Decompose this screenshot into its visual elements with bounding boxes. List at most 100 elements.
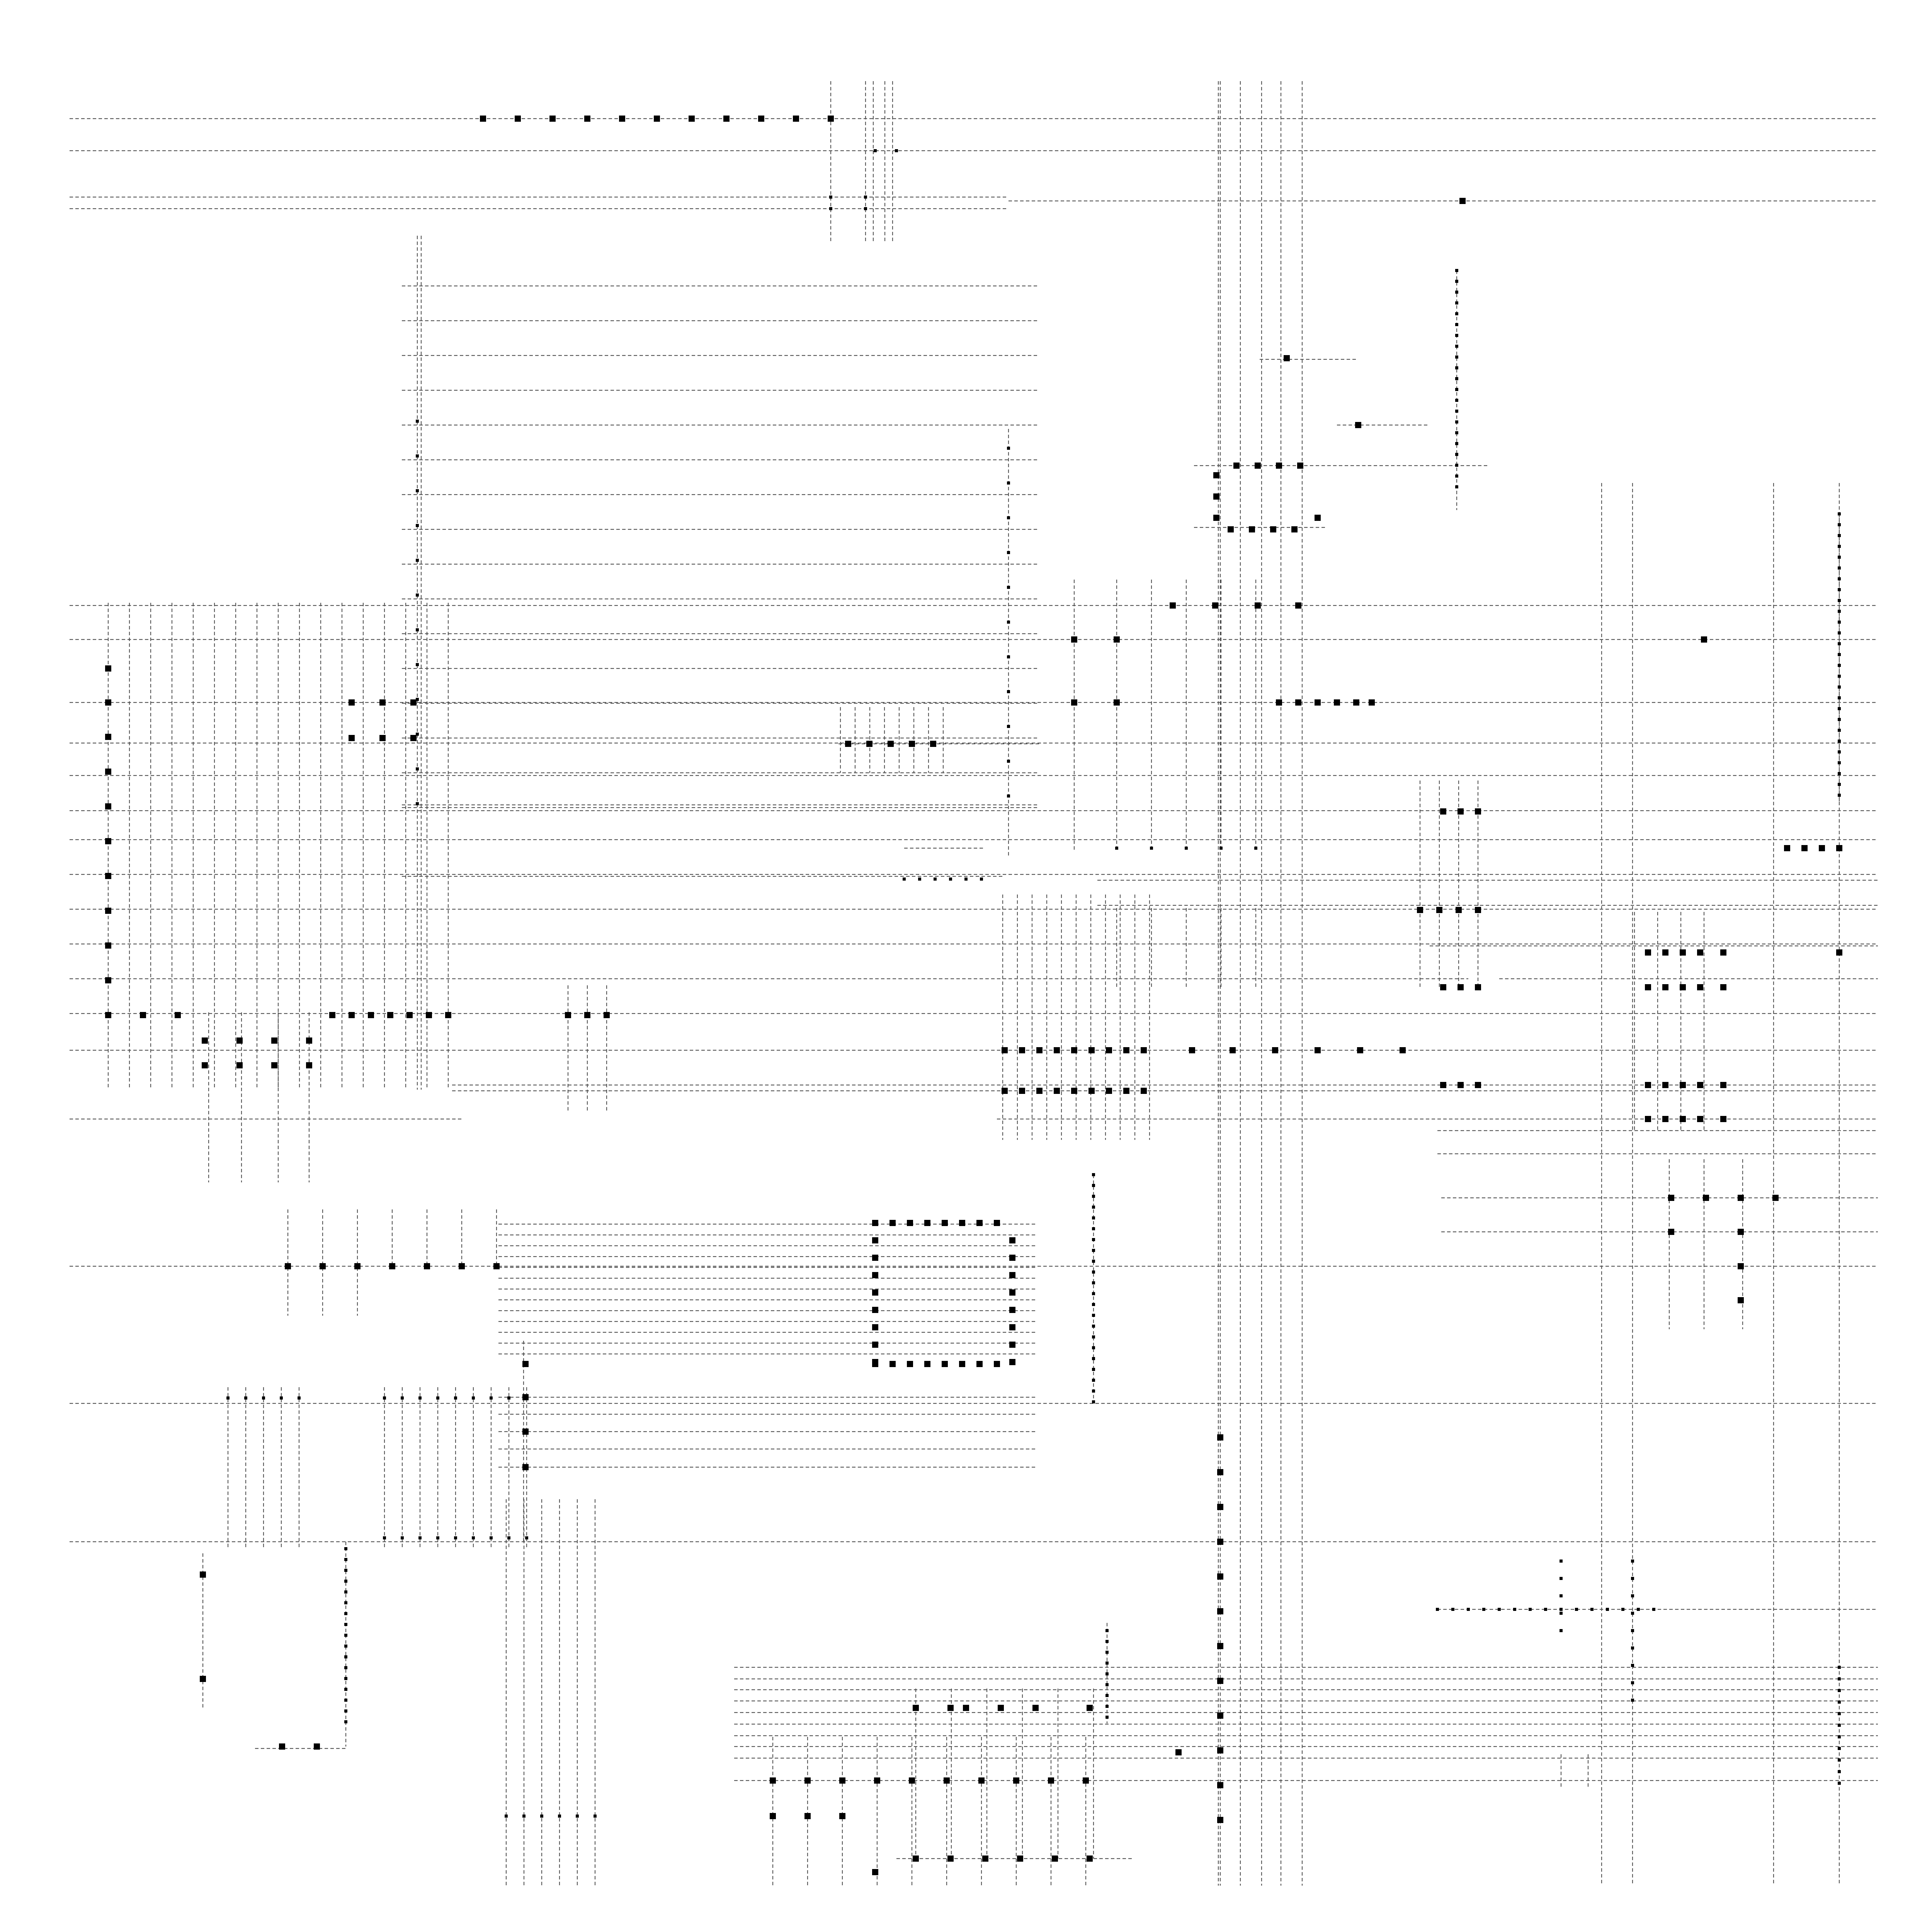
via-440 bbox=[829, 196, 832, 199]
via-206 bbox=[1217, 1643, 1223, 1649]
via-162 bbox=[907, 1220, 913, 1226]
via-164 bbox=[942, 1220, 948, 1226]
via-409 bbox=[1606, 1608, 1609, 1611]
via-351 bbox=[1105, 1651, 1109, 1654]
via-342 bbox=[1092, 1335, 1095, 1338]
via-234 bbox=[1083, 1777, 1089, 1784]
via-21 bbox=[1228, 526, 1234, 532]
via-418 bbox=[980, 878, 983, 881]
via-38 bbox=[1353, 699, 1359, 706]
via-382 bbox=[525, 1396, 528, 1400]
via-233 bbox=[1048, 1777, 1054, 1784]
via-256 bbox=[1007, 621, 1010, 624]
via-110 bbox=[1440, 808, 1446, 815]
via-127 bbox=[1680, 984, 1686, 990]
via-420 bbox=[1150, 847, 1153, 850]
via-309 bbox=[1838, 794, 1841, 797]
via-91 bbox=[1141, 1047, 1147, 1053]
via-361 bbox=[1838, 1701, 1841, 1704]
via-394 bbox=[540, 1815, 543, 1818]
via-344 bbox=[1092, 1357, 1095, 1360]
via-174 bbox=[872, 1289, 878, 1296]
via-52 bbox=[140, 1012, 146, 1018]
via-106 bbox=[1400, 1047, 1406, 1053]
via-250 bbox=[416, 802, 419, 805]
via-251 bbox=[1007, 447, 1010, 450]
via-172 bbox=[872, 1272, 878, 1278]
via-130 bbox=[1645, 1082, 1651, 1088]
via-168 bbox=[872, 1237, 878, 1243]
via-271 bbox=[1455, 366, 1458, 369]
via-83 bbox=[1002, 1047, 1008, 1053]
via-374 bbox=[383, 1396, 386, 1400]
via-274 bbox=[1455, 399, 1458, 402]
via-20 bbox=[1213, 515, 1219, 521]
via-422 bbox=[1219, 847, 1223, 850]
via-177 bbox=[1009, 1307, 1015, 1313]
via-300 bbox=[1838, 696, 1841, 699]
via-362 bbox=[1838, 1712, 1841, 1715]
via-412 bbox=[1652, 1608, 1655, 1611]
via-86 bbox=[1054, 1047, 1060, 1053]
via-354 bbox=[1105, 1683, 1109, 1686]
via-273 bbox=[1455, 388, 1458, 391]
via-443 bbox=[864, 207, 867, 210]
via-100 bbox=[1141, 1088, 1147, 1094]
via-260 bbox=[1007, 760, 1010, 763]
via-48 bbox=[105, 908, 111, 914]
via-296 bbox=[1838, 653, 1841, 656]
via-257 bbox=[1007, 655, 1010, 658]
via-385 bbox=[418, 1536, 422, 1539]
via-241 bbox=[416, 489, 419, 492]
via-230 bbox=[944, 1777, 950, 1784]
via-303 bbox=[1838, 729, 1841, 732]
via-433 bbox=[1631, 1629, 1634, 1632]
via-3 bbox=[584, 116, 590, 122]
via-400 bbox=[1467, 1608, 1470, 1611]
via-187 bbox=[924, 1361, 930, 1367]
via-64 bbox=[406, 1012, 413, 1018]
via-391 bbox=[525, 1536, 528, 1539]
via-307 bbox=[1838, 772, 1841, 775]
via-239 bbox=[416, 420, 419, 423]
via-372 bbox=[280, 1396, 283, 1400]
via-151 bbox=[1836, 845, 1842, 851]
via-224 bbox=[1087, 1705, 1093, 1711]
via-6 bbox=[689, 116, 695, 122]
via-431 bbox=[1631, 1594, 1634, 1597]
via-0 bbox=[480, 116, 486, 122]
via-302 bbox=[1838, 718, 1841, 721]
via-305 bbox=[1838, 750, 1841, 753]
via-282 bbox=[1455, 485, 1458, 488]
via-328 bbox=[1092, 1184, 1095, 1187]
via-244 bbox=[416, 594, 419, 597]
via-311 bbox=[344, 1558, 347, 1561]
via-353 bbox=[1105, 1672, 1109, 1675]
via-31 bbox=[1114, 636, 1120, 643]
via-259 bbox=[1007, 725, 1010, 728]
via-325 bbox=[344, 1709, 347, 1713]
via-39 bbox=[1369, 699, 1375, 706]
via-189 bbox=[959, 1361, 965, 1367]
via-216 bbox=[1017, 1855, 1023, 1862]
via-30 bbox=[1071, 636, 1077, 643]
via-173 bbox=[1009, 1272, 1015, 1278]
via-9 bbox=[793, 116, 799, 122]
via-87 bbox=[1071, 1047, 1077, 1053]
via-284 bbox=[1838, 523, 1841, 526]
via-235 bbox=[770, 1813, 776, 1819]
via-432 bbox=[1631, 1612, 1634, 1615]
via-269 bbox=[1455, 345, 1458, 348]
via-242 bbox=[416, 524, 419, 527]
via-287 bbox=[1838, 556, 1841, 559]
via-360 bbox=[1838, 1689, 1841, 1692]
via-44 bbox=[105, 769, 111, 775]
via-84 bbox=[1019, 1047, 1025, 1053]
via-88 bbox=[1088, 1047, 1095, 1053]
via-146 bbox=[1738, 1263, 1744, 1269]
via-200 bbox=[1217, 1434, 1223, 1440]
via-133 bbox=[1697, 1082, 1703, 1088]
via-158 bbox=[459, 1263, 465, 1269]
via-375 bbox=[401, 1396, 404, 1400]
